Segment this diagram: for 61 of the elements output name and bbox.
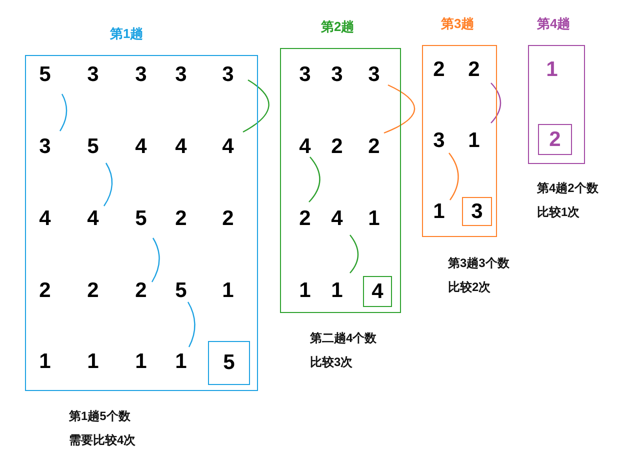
number: 3: [330, 63, 344, 87]
number: 1: [545, 58, 559, 82]
number: 2: [174, 207, 188, 231]
number: 1: [174, 350, 188, 374]
number: 2: [367, 135, 381, 159]
pass-title: 第1趟: [110, 25, 144, 43]
number: 3: [134, 63, 148, 87]
number: 2: [86, 279, 100, 303]
number: 4: [298, 135, 312, 159]
number: 4: [330, 207, 344, 231]
pass-caption: 第二趟4个数: [310, 330, 377, 347]
sorted-number-box: [538, 124, 572, 155]
number: 5: [174, 279, 188, 303]
number: 1: [367, 207, 381, 231]
number: 2: [298, 207, 312, 231]
sorted-number-box: [363, 276, 392, 307]
pass-caption: 比较2次: [448, 279, 491, 296]
number: 4: [370, 280, 384, 304]
number: 3: [298, 63, 312, 87]
number: 2: [134, 279, 148, 303]
number: 3: [174, 63, 188, 87]
number: 3: [221, 63, 235, 87]
number: 1: [38, 350, 52, 374]
number: 3: [367, 63, 381, 87]
number: 2: [221, 207, 235, 231]
number: 4: [174, 135, 188, 159]
number: 4: [134, 135, 148, 159]
number: 2: [330, 135, 344, 159]
number: 4: [38, 207, 52, 231]
number: 4: [221, 135, 235, 159]
number: 1: [221, 279, 235, 303]
pass-title: 第2趟: [321, 18, 354, 36]
pass-title: 第4趟: [537, 15, 570, 33]
number: 4: [86, 207, 100, 231]
pass-caption: 比较3次: [310, 354, 353, 371]
number: 1: [467, 129, 481, 153]
number: 2: [38, 279, 52, 303]
number: 1: [298, 279, 312, 303]
sorted-number-box: [462, 197, 492, 226]
number: 1: [86, 350, 100, 374]
pass-caption: 第4趟2个数: [537, 180, 598, 197]
sorted-number-box: [208, 341, 250, 385]
number: 2: [432, 58, 446, 82]
number: 3: [86, 63, 100, 87]
number: 2: [467, 58, 481, 82]
pass-title: 第3趟: [441, 15, 474, 33]
number: 3: [432, 129, 446, 153]
pass-caption: 比较1次: [537, 204, 580, 221]
number: 3: [470, 200, 484, 224]
number: 5: [38, 63, 52, 87]
pass-caption: 第3趟3个数: [448, 255, 510, 272]
number: 2: [548, 128, 562, 152]
number: 3: [38, 135, 52, 159]
number: 5: [134, 207, 148, 231]
pass-caption: 第1趟5个数: [69, 408, 130, 425]
number: 1: [134, 350, 148, 374]
number: 5: [222, 351, 236, 375]
number: 1: [432, 200, 446, 224]
number: 1: [330, 279, 344, 303]
number: 5: [86, 135, 100, 159]
pass-caption: 需要比较4次: [69, 432, 136, 449]
